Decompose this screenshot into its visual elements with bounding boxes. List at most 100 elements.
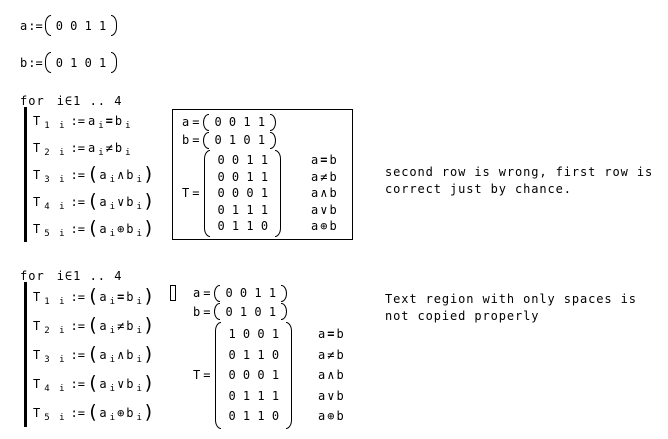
annotation-note-1[interactable]: second row is wrong, first row is correc…: [385, 165, 654, 196]
row-label: a⊕b: [311, 219, 337, 234]
paren-right: [281, 284, 288, 302]
annotation-note-2[interactable]: Text region with only spaces is not copi…: [385, 292, 637, 323]
index-subscript: i: [109, 174, 116, 185]
close-paren: ): [142, 401, 155, 423]
vector-a: 0 0 1 1: [44, 15, 118, 36]
matrix-row: 0 1 1 1: [228, 388, 280, 403]
open-paren: (: [86, 285, 99, 307]
or-operator: ∨: [117, 194, 125, 209]
operand-a: a: [99, 167, 107, 182]
index-subscript: i: [136, 325, 142, 336]
operand-a: a: [99, 405, 107, 420]
for-loop-header-1[interactable]: for i∈1 .. 4: [20, 94, 122, 108]
operand-b: b: [126, 289, 134, 304]
open-paren: (: [86, 163, 99, 185]
close-paren: ): [142, 343, 155, 365]
target-var: T: [33, 113, 41, 128]
row-label: a=b: [311, 153, 337, 168]
operand-b: b: [126, 318, 134, 333]
paren-right: [286, 322, 293, 429]
matrix-row: 0 0 1 1: [217, 169, 269, 184]
program-block-bar: [24, 282, 27, 427]
index-subscript: i: [109, 228, 116, 239]
assign-operator: :=: [70, 347, 85, 362]
operand-a: a: [99, 221, 107, 236]
index-subscript: i: [109, 412, 116, 423]
target-var: T: [33, 347, 41, 362]
row-label: a⊕b: [318, 409, 344, 424]
matrix-row: 0 1 1 0: [228, 347, 280, 362]
target-subscript: 5 i: [44, 228, 67, 239]
row-label: a∧b: [318, 368, 344, 383]
equals-sign: =: [192, 115, 200, 129]
or-operator: ∨: [117, 376, 125, 391]
row-label: a≠b: [311, 169, 337, 184]
result-b: b= 0 1 0 1: [193, 303, 344, 322]
index-subscript: i: [136, 354, 142, 365]
assign-operator: :=: [70, 318, 85, 333]
equals-sign: =: [203, 368, 211, 383]
vector-values: 0 1 0 1: [225, 304, 277, 319]
result-box-1[interactable]: a= 0 0 1 1 b= 0 1 0 1 T= 0 0 1 1 0 0 1 1…: [172, 109, 353, 240]
paren-right: [281, 303, 288, 321]
equals-sign: =: [203, 286, 211, 301]
close-paren: ): [142, 190, 155, 212]
insertion-cursor[interactable]: [170, 285, 176, 301]
equals-sign: =: [203, 304, 211, 319]
matrix-row: 0 0 0 1: [228, 368, 280, 383]
operand-b: b: [114, 140, 123, 155]
paren-right: [111, 15, 118, 36]
index-subscript: i: [125, 120, 131, 131]
program-block-bar: [24, 107, 27, 242]
row-label: a∧b: [311, 186, 337, 201]
target-subscript: 3 i: [44, 354, 67, 365]
close-paren: ): [142, 372, 155, 394]
close-paren: ): [142, 217, 155, 239]
variable-name: T: [182, 186, 190, 201]
vector-values: 0 0 1 1: [225, 286, 277, 301]
target-var: T: [33, 221, 41, 236]
index-subscript: i: [98, 147, 104, 158]
vector-values: 0 0 1 1: [55, 18, 107, 33]
xor-operator: ⊕: [117, 405, 125, 420]
close-paren: ): [142, 163, 155, 185]
target-var: T: [33, 194, 41, 209]
variable-name: T: [193, 368, 201, 383]
assign-operator: :=: [70, 167, 85, 182]
and-operator: ∧: [117, 347, 125, 362]
paren-left: [214, 284, 221, 302]
close-paren: ): [142, 285, 155, 307]
target-subscript: 1 i: [44, 120, 67, 131]
operand-b: b: [126, 376, 134, 391]
target-var: T: [33, 318, 41, 333]
assign-operator: :=: [70, 194, 85, 209]
definition-a[interactable]: a:= 0 0 1 1: [20, 15, 118, 36]
for-loop-header-2[interactable]: for i∈1 .. 4: [20, 269, 122, 283]
assign-operator: :=: [70, 221, 85, 236]
assign-operator: :=: [70, 140, 85, 155]
paren-right: [111, 52, 118, 73]
target-subscript: 2 i: [44, 325, 67, 336]
definition-b[interactable]: b:= 0 1 0 1: [20, 52, 118, 73]
assign-operator: :=: [70, 113, 85, 128]
operand-a: a: [99, 318, 107, 333]
paren-left: [215, 322, 222, 429]
for-range-expression: i∈1 .. 4: [56, 269, 123, 283]
paren-left: [203, 131, 210, 149]
vector-values: 0 1 0 1: [214, 133, 266, 147]
paren-right: [275, 150, 282, 237]
result-region-2[interactable]: a= 0 0 1 1 b= 0 1 0 1 T= 1 0 0 1 0 1 1 0…: [190, 283, 344, 429]
